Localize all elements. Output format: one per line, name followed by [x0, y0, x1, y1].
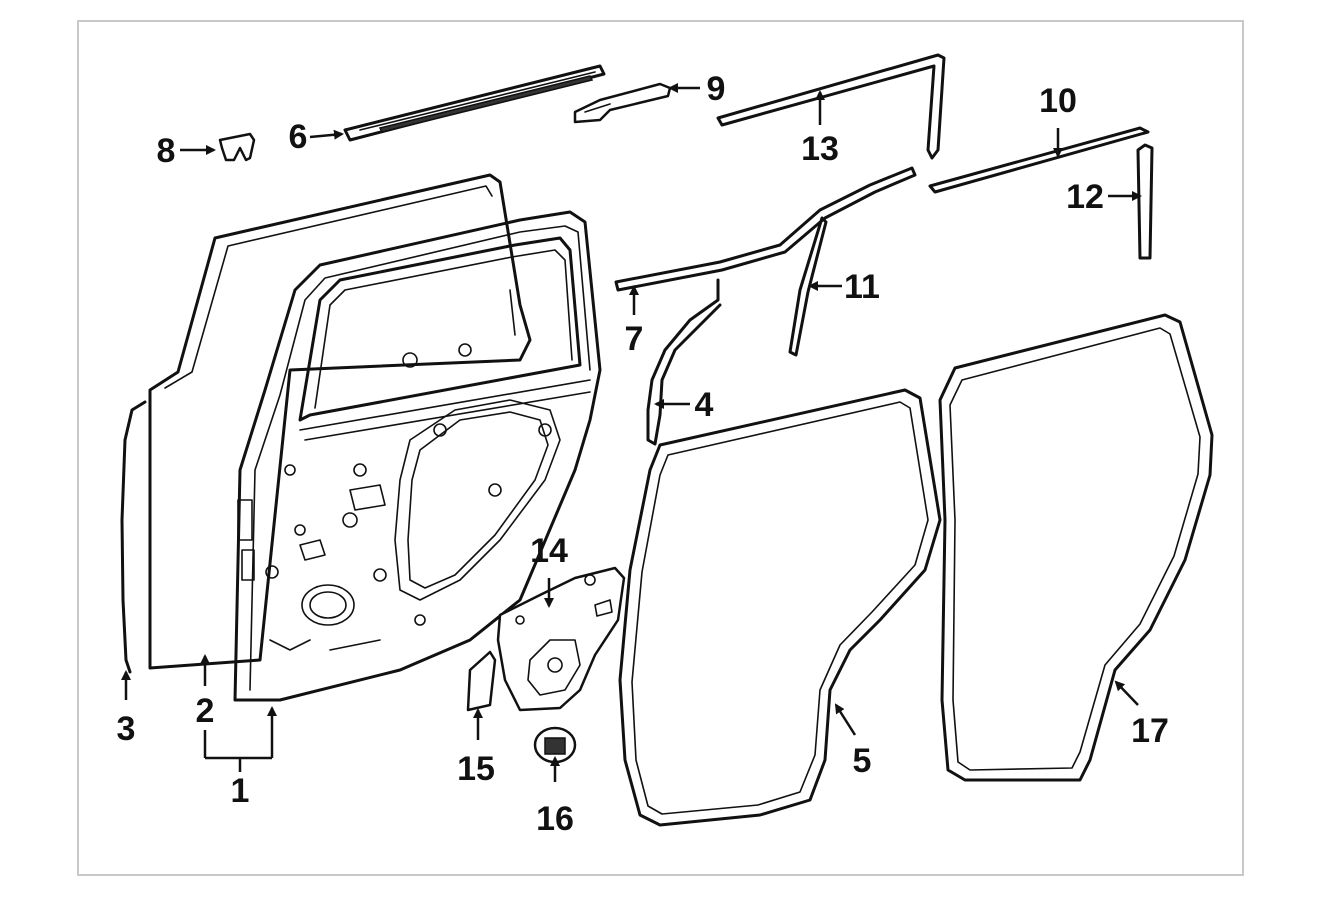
belt-molding-outer: [343, 64, 606, 142]
callout-1: 1: [231, 772, 250, 810]
callout-9: 9: [707, 70, 726, 108]
callout-2: 2: [196, 692, 215, 730]
callout-7: 7: [625, 320, 644, 358]
glass-run-channel: [614, 166, 917, 292]
callout-3: 3: [117, 710, 136, 748]
clip-part: [218, 132, 256, 162]
upper-frame-molding: [716, 53, 946, 160]
outer-molding: [928, 126, 1150, 194]
leader-lines: [121, 83, 1142, 782]
callout-6: 6: [289, 118, 308, 156]
callout-11: 11: [844, 268, 880, 306]
callout-13: 13: [801, 130, 839, 168]
door-weatherstrip: [618, 388, 942, 827]
regulator-plate: [496, 566, 626, 712]
pad-part: [466, 650, 497, 712]
callout-5: 5: [853, 742, 872, 780]
grommet-part: [533, 726, 577, 764]
inner-door-frame: [233, 210, 602, 702]
callout-4: 4: [695, 386, 714, 424]
division-bar: [646, 278, 722, 446]
callout-15: 15: [457, 750, 495, 788]
callout-8: 8: [157, 132, 176, 170]
callout-17: 17: [1131, 712, 1169, 750]
body-weatherstrip: [938, 313, 1214, 782]
rear-trim: [1136, 143, 1154, 260]
callout-16: 16: [536, 800, 574, 838]
rear-channel: [788, 216, 828, 357]
bracket-part: [573, 82, 672, 124]
callout-labels: 1 2 3 4 5 6 7 8 9 10 11 12 13 14 15 16 1…: [117, 70, 1169, 838]
callout-12: 12: [1066, 178, 1104, 216]
callout-10: 10: [1039, 82, 1077, 120]
door-edge-strip: [120, 400, 147, 674]
callout-14: 14: [530, 532, 568, 570]
outer-door-skin: [148, 173, 532, 670]
